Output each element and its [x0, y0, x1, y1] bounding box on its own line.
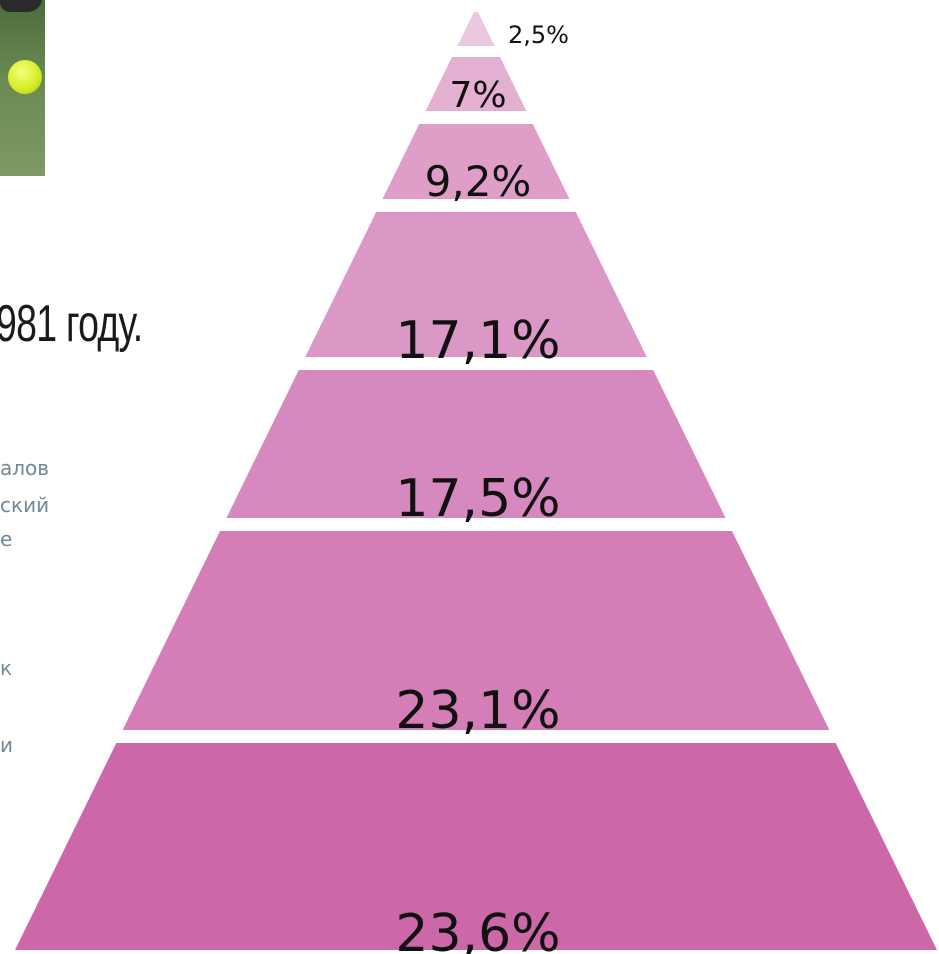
tier-label-2: 7%	[449, 75, 506, 116]
shoe-image	[0, 0, 42, 12]
heading-fragment: 981 году.	[0, 295, 143, 353]
pyramid-tier-6	[122, 531, 830, 730]
tier-label-5: 17,5%	[395, 469, 560, 529]
tier-label-1: 2,5%	[508, 21, 569, 49]
tier-label-3: 9,2%	[425, 157, 532, 206]
text-fragment-3: е	[0, 527, 13, 551]
tier-label-4: 17,1%	[395, 311, 560, 371]
tennis-ball-image	[8, 60, 42, 94]
text-fragment-2: ский	[0, 493, 50, 517]
text-fragment-1: алов	[0, 456, 50, 480]
pyramid-tier-7	[15, 743, 937, 950]
tier-label-6: 23,1%	[395, 681, 560, 741]
pyramid-tier-4	[305, 212, 647, 357]
tennis-photo	[0, 0, 45, 176]
text-fragment-5: и	[0, 733, 13, 757]
pyramid-tier-3	[382, 124, 570, 199]
text-fragment-4: к	[0, 656, 13, 680]
pyramid-tier-5	[226, 370, 726, 518]
pyramid-tier-1	[457, 12, 495, 46]
tier-label-7: 23,6%	[395, 904, 560, 954]
pyramid-tier-2	[425, 57, 527, 111]
